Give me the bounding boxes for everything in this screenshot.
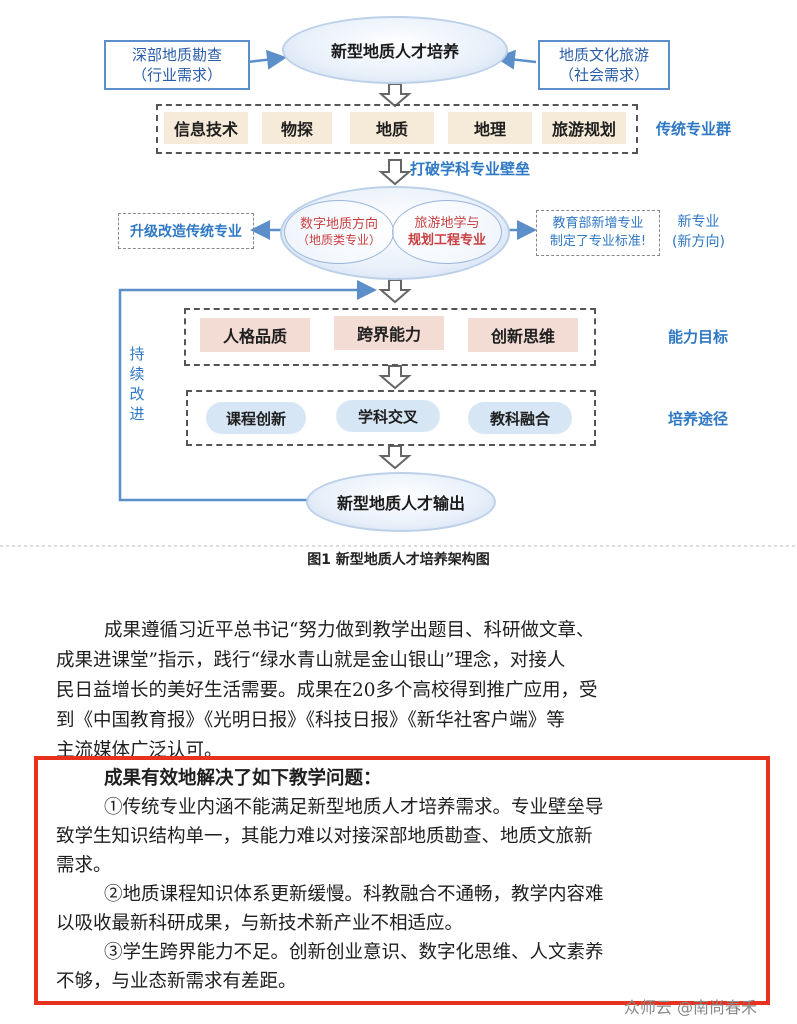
- major-chip: 地质: [350, 112, 434, 144]
- ability-chip: 人格品质: [200, 318, 310, 352]
- industry-need-sub: （行业需求）: [131, 66, 222, 84]
- diagram-connectors: [0, 49, 797, 547]
- item1-line: 致学生知识结构单一，其能力难以对接深部地质勘查、地质文旅新: [56, 826, 593, 847]
- major-chip: 地理: [448, 112, 532, 144]
- figure-caption: 图1 新型地质人才培养架构图: [307, 552, 490, 568]
- para-line: 成果遵循习近平总书记“努力做到教学出题目、科研做文章、: [104, 620, 595, 641]
- path-box: [186, 390, 596, 446]
- para-line: 成果进课堂”指示，践行“绿水青山就是金山银山”理念，对接人: [56, 650, 566, 671]
- traditional-majors-box: [156, 104, 638, 154]
- highlight-box: [34, 756, 770, 1005]
- new-major-line1: 新专业: [677, 214, 720, 230]
- loop-char: 进: [129, 405, 145, 423]
- moe-box: 教育部新增专业 制定了专业标准!: [536, 210, 660, 256]
- item1-line: 需求。: [56, 855, 112, 876]
- break-barrier-label: 打破学科专业壁垒: [410, 160, 531, 178]
- path-pill: 学科交叉: [336, 400, 440, 432]
- para-line: 到《中国教育报》《光明日报》《科技日报》《新华社客户端》等: [56, 710, 565, 731]
- moe-line1: 教育部新增专业: [552, 216, 644, 231]
- moe-line2: 制定了专业标准!: [549, 234, 647, 249]
- industry-need-title: 深部地质勘查: [131, 46, 222, 64]
- ability-chip: 创新思维: [468, 318, 578, 352]
- item3-line: 不够，与业态新需求有差距。: [56, 971, 297, 992]
- item3-line: ③学生跨界能力不足。创新创业意识、数字化思维、人文素养: [104, 942, 604, 963]
- loop-char: 改: [129, 385, 145, 403]
- new-major-line2: (新方向): [672, 234, 725, 250]
- bottom-oval: 新型地质人才输出: [306, 472, 496, 532]
- digital-geology-oval: 数字地质方向 （地质类专业）: [284, 200, 394, 264]
- ability-label: 能力目标: [668, 328, 729, 346]
- industry-need-box: 深部地质勘查 （行业需求）: [104, 40, 250, 90]
- digital-geology-sub: （地质类专业）: [296, 233, 381, 247]
- body-paragraph: 成果遵循习近平总书记“努力做到教学出题目、科研做文章、 成果进课堂”指示，践行“…: [56, 616, 756, 766]
- path-pill: 教科融合: [468, 402, 572, 434]
- society-need-title: 地质文化旅游: [558, 46, 649, 64]
- path-label: 培养途径: [668, 410, 729, 428]
- upgrade-label: 升级改造传统专业: [130, 224, 242, 240]
- major-chip: 物探: [262, 112, 332, 144]
- path-pill: 课程创新: [206, 402, 306, 434]
- loop-char: 持: [129, 345, 145, 363]
- society-need-sub: （社会需求）: [558, 66, 649, 84]
- loop-char: 续: [129, 365, 145, 383]
- para-line: 主流媒体广泛认可。: [56, 740, 223, 761]
- ability-box: [184, 308, 596, 366]
- item2-line: 以吸收最新科研成果，与新技术新产业不相适应。: [56, 913, 464, 934]
- digital-geology-title: 数字地质方向: [299, 217, 378, 232]
- continuous-improve-label: 持 续 改 进: [127, 344, 147, 424]
- tourism-planning-oval: 旅游地学与 规划工程专业: [392, 200, 502, 264]
- tourism-planning-line1: 旅游地学与: [414, 216, 480, 231]
- para-line: 民日益增长的美好生活需要。成果在20多个高校得到推广应用，受: [56, 680, 598, 701]
- traditional-majors-label: 传统专业群: [656, 120, 732, 138]
- item1-line: ①传统专业内涵不能满足新型地质人才培养需求。专业壁垒导: [104, 797, 604, 818]
- footer-watermark: 众师云 @南尚春禾: [623, 998, 757, 1017]
- major-chip: 旅游规划: [542, 112, 626, 144]
- bottom-oval-label: 新型地质人才输出: [336, 494, 465, 513]
- top-oval-label: 新型地质人才培养: [330, 42, 459, 61]
- society-need-box: 地质文化旅游 （社会需求）: [538, 40, 670, 90]
- upgrade-box: 升级改造传统专业: [118, 213, 254, 249]
- tourism-planning-line2: 规划工程专业: [407, 233, 486, 248]
- top-oval: 新型地质人才培养: [282, 16, 508, 84]
- ability-chip: 跨界能力: [334, 316, 444, 350]
- highlight-heading: 成果有效地解决了如下教学问题：: [104, 768, 382, 789]
- item2-line: ②地质课程知识体系更新缓慢。科教融合不通畅，教学内容难: [104, 884, 604, 905]
- highlight-content: 成果有效地解决了如下教学问题： ①传统专业内涵不能满足新型地质人才培养需求。专业…: [56, 764, 756, 996]
- major-chip: 信息技术: [164, 112, 248, 144]
- new-major-label: 新专业 (新方向): [672, 212, 725, 252]
